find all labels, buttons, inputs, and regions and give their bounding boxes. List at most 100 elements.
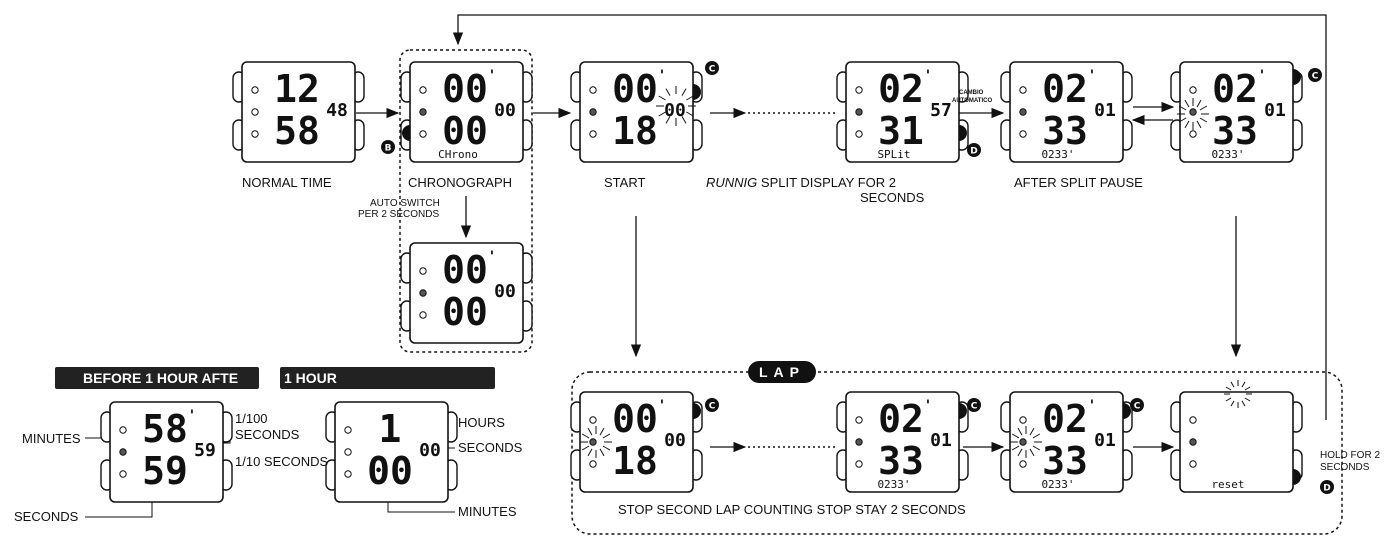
mode-dot-icon bbox=[1189, 108, 1197, 116]
label-tenth: 1/10 SECONDS bbox=[235, 454, 329, 469]
watch-screen bbox=[409, 61, 524, 163]
label-hundredth-1: 1/100 bbox=[235, 411, 268, 426]
mode-dot-icon bbox=[589, 108, 597, 116]
lap-badge: LAP bbox=[748, 361, 816, 383]
bar-one-hour: 1 HOUR bbox=[280, 367, 495, 389]
watch-footer: SPLit bbox=[877, 148, 910, 161]
button-b-icon: B bbox=[381, 140, 395, 154]
button-d-icon: D bbox=[1320, 480, 1334, 494]
button-c-icon: C bbox=[1308, 68, 1322, 82]
svg-text:C: C bbox=[1312, 72, 1319, 82]
button-d-icon: D bbox=[967, 143, 981, 157]
watch-top-mark: ' bbox=[188, 408, 196, 424]
svg-text:C: C bbox=[709, 402, 716, 412]
pusher-icon bbox=[693, 84, 701, 100]
mode-dot-icon bbox=[1189, 438, 1197, 446]
mode-dot-icon bbox=[1019, 86, 1027, 94]
mode-dot-icon bbox=[855, 130, 863, 138]
watch-screen bbox=[409, 242, 524, 344]
mode-dot-icon bbox=[419, 311, 427, 319]
watch-bottom-digits: 18 bbox=[612, 439, 658, 483]
mode-dot-icon bbox=[419, 86, 427, 94]
mode-dot-icon bbox=[1019, 108, 1027, 116]
label-lap-caption: STOP SECOND LAP COUNTING STOP STAY 2 SEC… bbox=[618, 502, 966, 517]
mode-dot-icon bbox=[419, 108, 427, 116]
mode-dot-icon bbox=[855, 86, 863, 94]
watch-bottom-digits: 31 bbox=[878, 109, 924, 153]
watch-footer: 0233' bbox=[1041, 478, 1074, 491]
watch-side-digits: 01 bbox=[930, 430, 952, 451]
mode-dot-icon bbox=[1189, 86, 1197, 94]
watch-bottom-digits: 59 bbox=[142, 449, 188, 493]
watch-top-mark: ' bbox=[488, 68, 496, 84]
watch-reset: reset bbox=[1170, 391, 1303, 493]
label-chronograph: CHRONOGRAPH bbox=[408, 175, 513, 190]
label-hold-1: HOLD FOR 2 bbox=[1320, 450, 1381, 461]
return-loop-arrow bbox=[452, 14, 1327, 420]
pusher-icon bbox=[402, 125, 410, 141]
button-c-icon: C bbox=[1130, 398, 1144, 412]
watch-screen bbox=[241, 61, 356, 163]
pusher-icon bbox=[693, 403, 701, 419]
pusher-icon bbox=[1293, 69, 1301, 85]
watch-top-digits: 1 bbox=[379, 407, 402, 451]
watch-side-digits: 01 bbox=[1264, 100, 1286, 121]
mode-dot-icon bbox=[1019, 130, 1027, 138]
mode-dot-icon bbox=[1019, 416, 1027, 424]
flash-burst-icon bbox=[1224, 380, 1252, 408]
mode-dot-icon bbox=[1189, 416, 1197, 424]
label-running-italic: RUNNIG bbox=[706, 175, 758, 190]
watch-top-digits: 02 bbox=[1042, 397, 1088, 441]
mode-dot-icon bbox=[119, 448, 127, 456]
watch-footer: 0233' bbox=[1211, 148, 1244, 161]
watch-screen bbox=[845, 391, 960, 493]
watch-top-mark: ' bbox=[658, 398, 666, 414]
watch-top-digits: 02 bbox=[878, 397, 924, 441]
button-c-icon: C bbox=[967, 398, 981, 412]
mode-dot-icon bbox=[251, 108, 259, 116]
label-running-split: RUNNIG SPLIT DISPLAY FOR 2 bbox=[706, 175, 897, 190]
mode-dot-icon bbox=[1189, 130, 1197, 138]
watch-side-digits: 00 bbox=[494, 281, 516, 302]
mode-dot-icon bbox=[251, 86, 259, 94]
watch-bottom-digits: 33 bbox=[1212, 109, 1258, 153]
watch-screen bbox=[845, 61, 960, 163]
mode-dot-icon bbox=[419, 267, 427, 275]
flash-indicators bbox=[580, 86, 1252, 458]
watch-top-mark: ' bbox=[1258, 68, 1266, 84]
watch-screen bbox=[579, 61, 694, 163]
watch-footer: CHrono bbox=[438, 148, 478, 161]
watch-top-digits: 00 bbox=[612, 397, 658, 441]
label-hold-2: SECONDS bbox=[1320, 462, 1370, 473]
flash-burst-icon bbox=[656, 86, 696, 126]
watch-side-digits: 48 bbox=[326, 100, 348, 121]
flash-burst-icon bbox=[580, 426, 612, 458]
label-hours: HOURS bbox=[458, 415, 505, 430]
mode-dot-icon bbox=[251, 130, 259, 138]
button-c-icon: C bbox=[705, 61, 719, 75]
label-running-rest: SPLIT DISPLAY FOR 2 bbox=[760, 175, 897, 190]
bar-before-one-hour: BEFORE 1 HOUR AFTE bbox=[55, 367, 259, 389]
watch-footer: 0233' bbox=[1041, 148, 1074, 161]
mode-dot-icon bbox=[344, 448, 352, 456]
svg-text:D: D bbox=[1323, 484, 1330, 494]
label-seconds-left: SECONDS bbox=[14, 509, 79, 524]
watch-top-mark: ' bbox=[488, 249, 496, 265]
label-after-split-pause: AFTER SPLIT PAUSE bbox=[1014, 175, 1143, 190]
label-minutes-left: MINUTES bbox=[22, 431, 81, 446]
chronograph-group-box bbox=[399, 49, 533, 353]
watch-top-mark: ' bbox=[658, 68, 666, 84]
watch-bottom-digits: 33 bbox=[878, 439, 924, 483]
mode-dot-icon bbox=[119, 426, 127, 434]
watch-top-digits: 00 bbox=[442, 248, 488, 292]
svg-text:D: D bbox=[970, 147, 977, 157]
watch-top-digits: 02 bbox=[1042, 67, 1088, 111]
watch-top-mark: ' bbox=[924, 68, 932, 84]
